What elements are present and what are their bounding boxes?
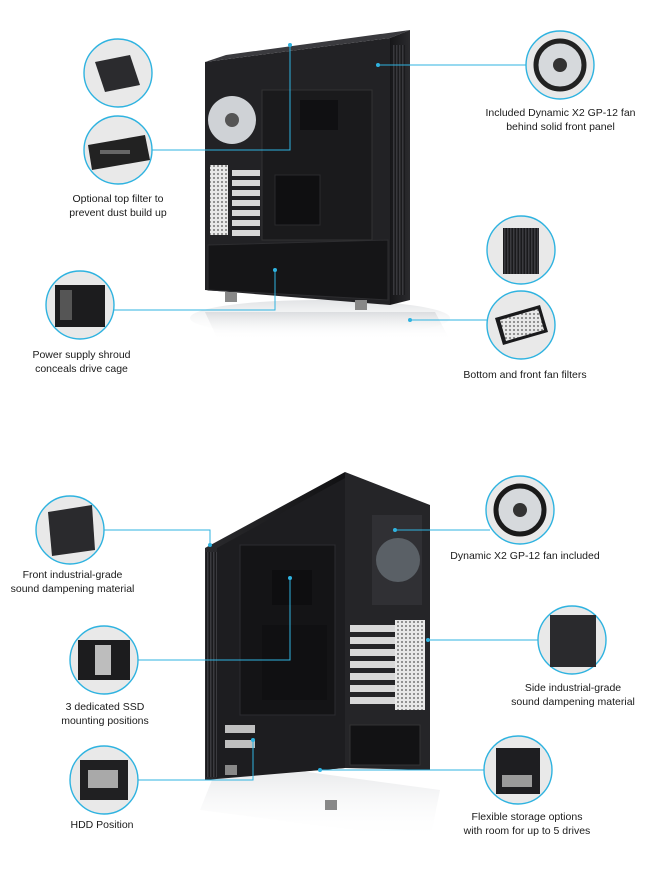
- label-line: with room for up to 5 drives: [463, 825, 591, 837]
- detail-circle-top-filter-top: [83, 38, 153, 108]
- label-line: Dynamic X2 GP-12 fan included: [450, 550, 600, 562]
- label-line: Included Dynamic X2 GP-12 fan: [485, 107, 636, 119]
- cpu-cutout: [272, 570, 312, 605]
- detail-circle-hdd: [69, 745, 139, 815]
- label-line: 3 dedicated SSD: [65, 701, 145, 713]
- label-line: sound dampening material: [511, 696, 635, 708]
- detail-circle-fan-filter-front: [486, 215, 556, 285]
- label-ssd: 3 dedicated SSD mounting positions: [55, 700, 155, 728]
- front-vent-strip: [393, 45, 405, 295]
- tray-cutout: [262, 625, 327, 700]
- label-line: Side industrial-grade: [524, 682, 622, 694]
- callout-lines: [104, 43, 538, 781]
- case-foot: [225, 292, 237, 302]
- label-line: conceals drive cage: [35, 363, 128, 375]
- case-foot: [355, 300, 367, 310]
- label-line: behind solid front panel: [506, 121, 615, 133]
- detail-circle-front-fan: [525, 30, 595, 100]
- detail-circle-psu-shroud: [45, 270, 115, 340]
- cpu-cutout: [300, 100, 338, 130]
- label-line: mounting positions: [61, 715, 149, 727]
- label-line: Front industrial-grade: [22, 569, 123, 581]
- label-front-damping: Front industrial-grade sound dampening m…: [10, 568, 135, 596]
- case-reflection: [200, 760, 440, 840]
- expansion-slots: [232, 170, 260, 236]
- label-line: prevent dust build up: [69, 207, 167, 219]
- label-hdd: HDD Position: [62, 818, 142, 832]
- label-line: Optional top filter to: [72, 193, 164, 205]
- tray-cutout: [274, 174, 321, 226]
- label-top-filter: Optional top filter to prevent dust buil…: [58, 192, 178, 220]
- psu-shroud: [207, 239, 389, 301]
- detail-circle-storage: [483, 735, 553, 805]
- label-side-damping: Side industrial-grade sound dampening ma…: [508, 681, 638, 709]
- label-line: HDD Position: [70, 819, 134, 831]
- detail-circle-ssd: [69, 625, 139, 695]
- label-fan-filters: Bottom and front fan filters: [455, 368, 595, 382]
- case-floor-reflection: [205, 312, 450, 340]
- case-top-view: [190, 30, 450, 340]
- label-line: Power supply shroud: [32, 349, 131, 361]
- psu-bay: [349, 724, 421, 766]
- label-line: Bottom and front fan filters: [463, 369, 587, 381]
- case-foot: [225, 765, 237, 775]
- label-line: Flexible storage options: [471, 811, 583, 823]
- rear-vent: [395, 620, 425, 710]
- label-fan2: Dynamic X2 GP-12 fan included: [445, 549, 605, 563]
- detail-circle-front-damping: [35, 495, 105, 565]
- case-bottom-view: [200, 472, 440, 840]
- detail-circle-fan-filter-bottom: [486, 290, 556, 360]
- case-foot: [325, 800, 337, 810]
- label-front-fan: Included Dynamic X2 GP-12 fan behind sol…: [478, 106, 643, 134]
- front-fan: [376, 538, 420, 582]
- detail-circle-top-filter: [83, 115, 153, 185]
- detail-circle-side-damping: [537, 605, 607, 675]
- rear-fan-hub: [225, 113, 239, 127]
- label-psu-shroud: Power supply shroud conceals drive cage: [24, 348, 139, 376]
- hdd-sleds: [225, 725, 255, 748]
- rear-vent: [210, 165, 228, 235]
- detail-circle-fan2: [485, 475, 555, 545]
- front-vent-strip: [205, 552, 217, 777]
- label-line: sound dampening material: [10, 583, 135, 595]
- label-storage: Flexible storage options with room for u…: [452, 810, 602, 838]
- case-top-panel: [205, 30, 410, 62]
- expansion-slots: [350, 625, 395, 704]
